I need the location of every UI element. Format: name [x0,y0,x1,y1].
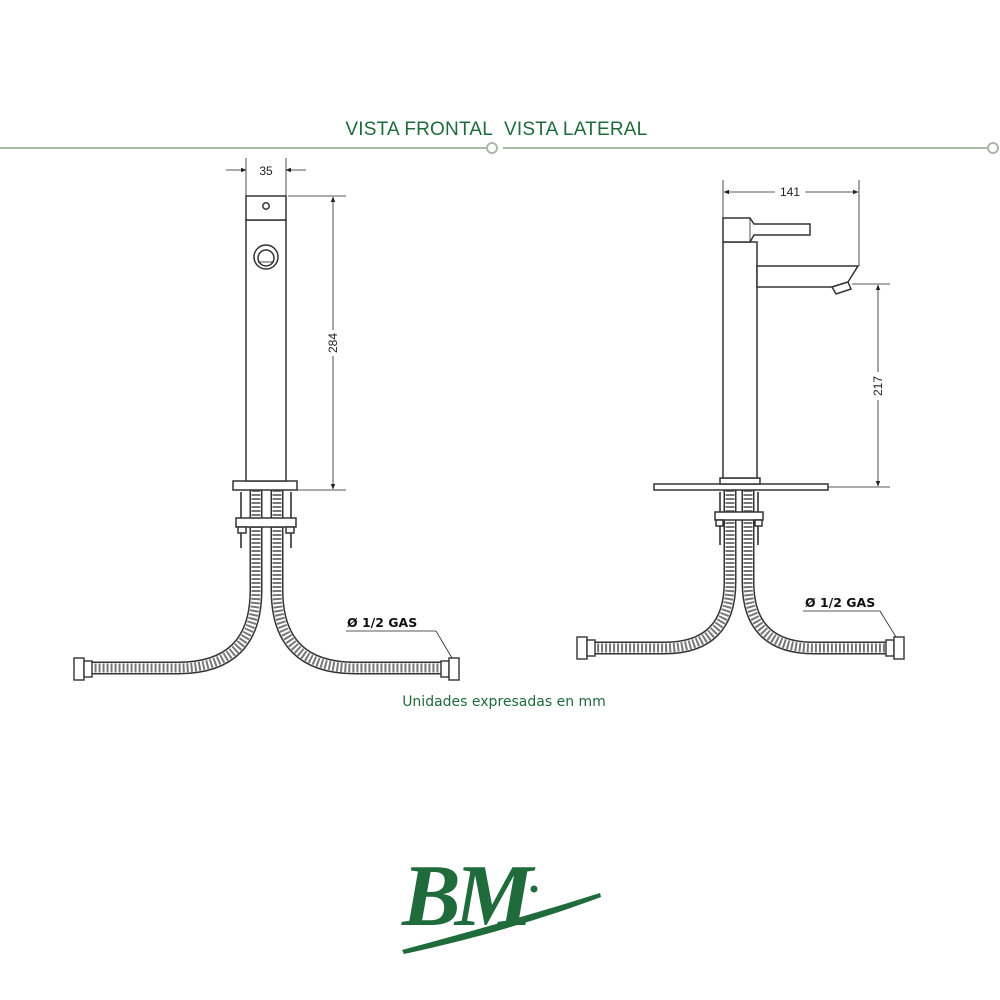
front-indicator [262,202,270,210]
side-mount-hardware [714,492,764,545]
front-width-label: 35 [259,164,273,178]
side-lever [722,217,811,243]
units-note: Unidades expresadas en mm [402,694,606,710]
header-rule [0,142,999,154]
front-view: 35 284 Ø 1/2 GAS [73,158,460,681]
side-base-ring [719,477,761,485]
hose-nut [83,660,93,678]
side-spout-height-dimension: 217 [828,283,890,488]
front-width-dimension: 35 [226,158,306,196]
side-hoses [576,490,905,660]
hose-nut [73,657,85,681]
front-hose-callout: Ø 1/2 GAS [346,615,453,659]
hose-nut [576,636,588,660]
side-view-title: VISTA LATERAL [504,119,647,140]
side-depth-label: 141 [780,185,800,199]
side-hose-callout: Ø 1/2 GAS [803,595,897,638]
front-mount-hardware [235,492,297,548]
front-hoses [73,490,460,681]
front-height-label: 284 [326,333,340,353]
front-aerator [253,244,279,270]
hose-nut [893,636,905,660]
logo-letters: BM [401,848,536,945]
side-hose-label: Ø 1/2 GAS [805,595,875,610]
front-hose-label: Ø 1/2 GAS [347,615,417,630]
hose-nut [586,639,596,657]
side-spout-height-label: 217 [871,376,885,396]
side-depth-dimension: 141 [722,180,860,266]
logo-swoosh [402,893,601,954]
side-view: 141 217 Ø 1/2 GAS [576,180,905,660]
hose-nut [448,657,460,681]
front-base-plate [232,480,298,491]
front-view-title: VISTA FRONTAL [345,119,493,140]
logo-dot [530,885,538,893]
front-height-dimension: 284 [288,195,346,491]
side-aerator [830,281,853,295]
hose-nut [440,660,450,678]
side-faucet-body [722,241,758,479]
side-counter-plate [653,483,829,491]
brand-logo: BM [401,848,601,954]
hose-nut [885,639,895,657]
